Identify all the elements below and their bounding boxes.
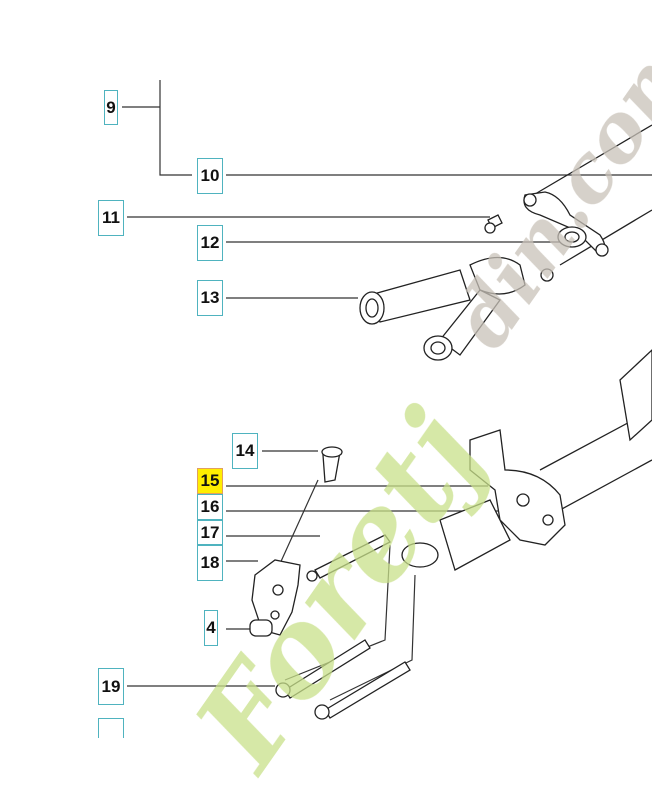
callout-14[interactable]: 14 [232,433,258,469]
parts-drawing [249,124,652,720]
callout-12[interactable]: 12 [197,225,223,261]
callout-11[interactable]: 11 [98,200,124,236]
callout-9[interactable]: 9 [104,90,118,125]
callout-16[interactable]: 16 [197,494,223,520]
callout-partial [98,718,124,738]
callout-17[interactable]: 17 [197,520,223,545]
callout-13[interactable]: 13 [197,280,223,316]
callout-18[interactable]: 18 [197,545,223,581]
callout-19[interactable]: 19 [98,668,124,705]
callout-15[interactable]: 15 [197,468,223,494]
watermark: Foretj din.com [166,16,652,795]
svg-text:din.com: din.com [434,16,652,364]
callout-10[interactable]: 10 [197,158,223,194]
callout-4[interactable]: 4 [204,610,218,646]
